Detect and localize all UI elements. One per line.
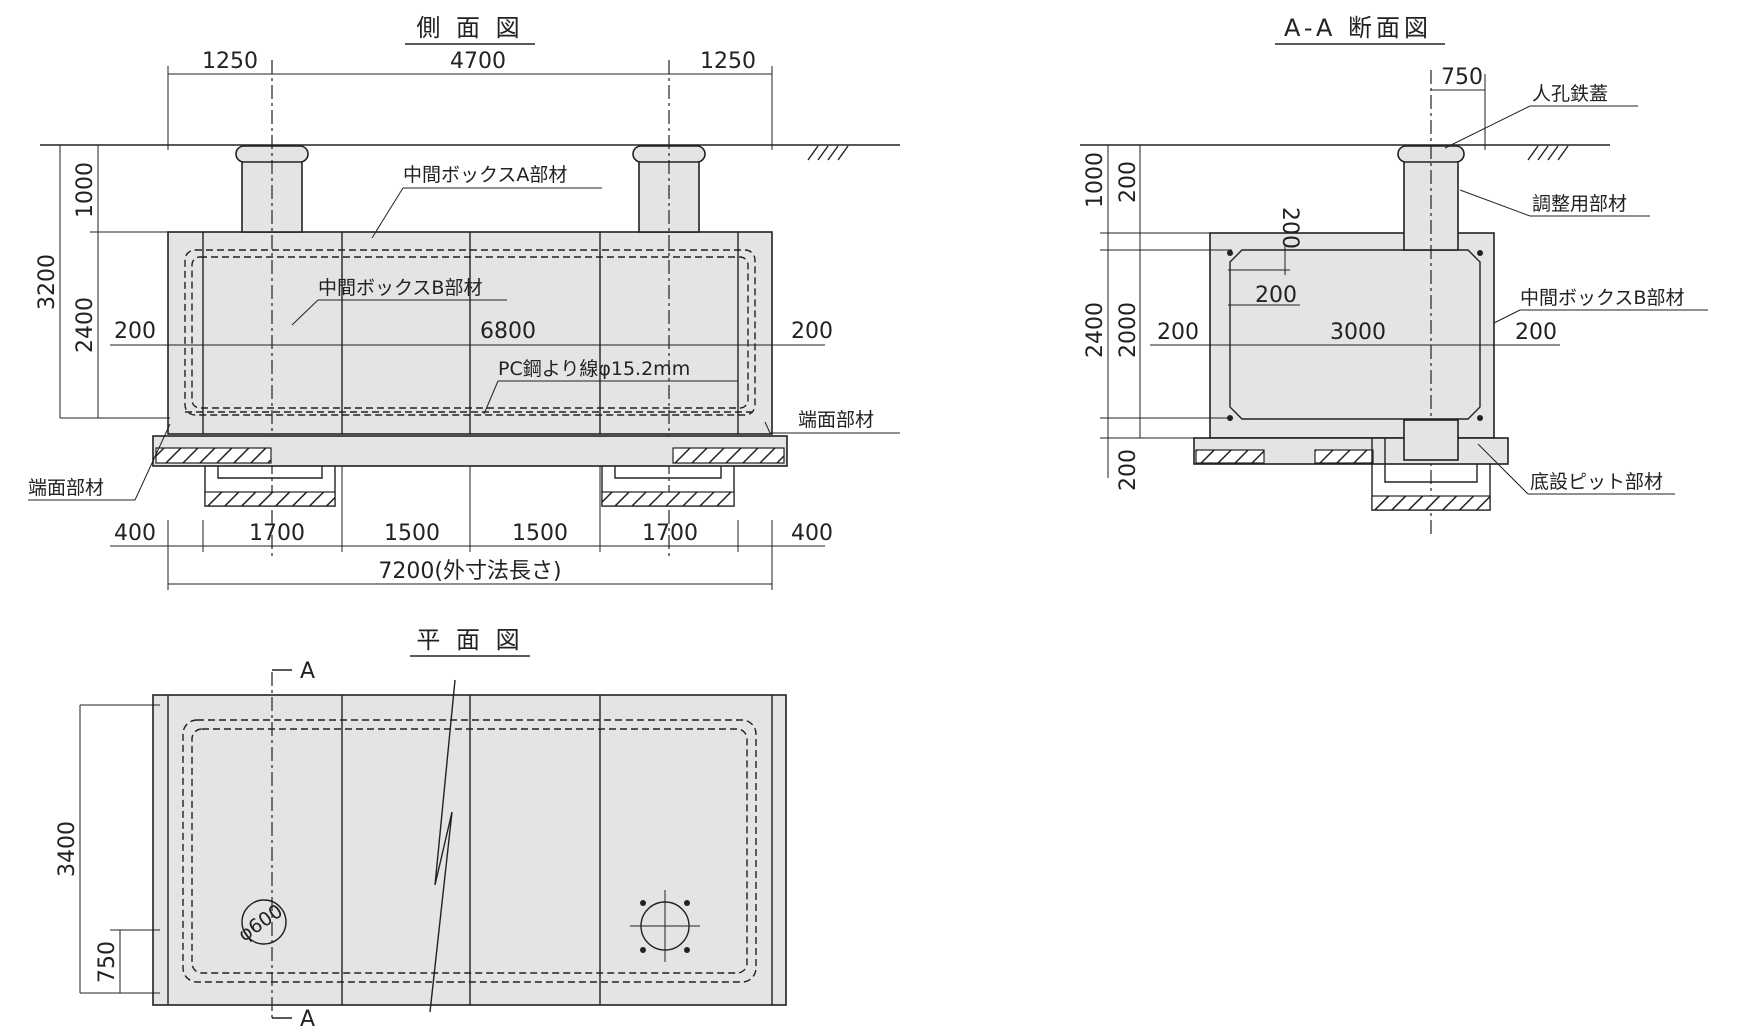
- side-view: 側 面 図 1250 4700 1250: [28, 14, 900, 590]
- dim-plan-750: 750: [95, 941, 120, 983]
- dim-inner-6800: 6800: [480, 319, 536, 344]
- dim-section-750: 750: [1441, 65, 1483, 90]
- dim-top-mid: 4700: [450, 49, 506, 74]
- plan-break-line: [429, 679, 456, 1013]
- section-pit: [1371, 419, 1491, 511]
- plan-cut-label-bottom: A: [300, 1007, 315, 1032]
- label-box-b: 中間ボックスB部材: [318, 277, 482, 299]
- label-pit: 底設ピット部材: [1530, 471, 1663, 493]
- label-end-right: 端面部材: [798, 409, 874, 431]
- dim-overall: 7200(外寸法長さ): [378, 559, 561, 584]
- side-view-title: 側 面 図: [416, 14, 523, 42]
- pit-left: [204, 466, 336, 507]
- label-section-box-b: 中間ボックスB部材: [1520, 287, 1684, 309]
- dim-section-inner-200-v: 200: [1277, 207, 1302, 249]
- dim-section-side-200-left: 200: [1157, 320, 1199, 345]
- section-cavity: [1229, 249, 1481, 420]
- dim-bot-1700-left: 1700: [249, 521, 305, 546]
- inner-cavity: [184, 249, 756, 416]
- section-view-title: A-A 断面図: [1284, 14, 1432, 42]
- plan-cut-label-top: A: [300, 659, 315, 684]
- dim-section-left-200-bot: 200: [1116, 449, 1141, 491]
- dim-left-1000: 1000: [73, 162, 98, 218]
- dim-section-inner-200-h: 200: [1255, 283, 1297, 308]
- section-view: A-A 断面図 750: [1080, 14, 1708, 535]
- dim-section-left-2000: 2000: [1116, 302, 1141, 358]
- label-manhole-cover: 人孔鉄蓋: [1532, 83, 1608, 105]
- dim-section-left-1000: 1000: [1083, 152, 1108, 208]
- dim-section-side-200-right: 200: [1515, 320, 1557, 345]
- ground-hatch-mark: [807, 145, 849, 161]
- label-adjust: 調整用部材: [1532, 193, 1627, 215]
- section-box: [1209, 232, 1495, 439]
- dim-bot-400-right: 400: [791, 521, 833, 546]
- dim-side-200-right: 200: [791, 319, 833, 344]
- dim-section-left-200-top: 200: [1116, 161, 1141, 203]
- dim-side-200-left: 200: [114, 319, 156, 344]
- dim-bot-400-left: 400: [114, 521, 156, 546]
- plan-manhole-right: [630, 890, 700, 962]
- label-box-a: 中間ボックスA部材: [403, 164, 567, 186]
- plan-view: 平 面 図 A A φ600: [55, 626, 787, 1032]
- dim-left-2400: 2400: [73, 297, 98, 353]
- label-pc-strand: PC鋼より線φ15.2mm: [498, 358, 690, 380]
- dim-section-left-2400: 2400: [1083, 302, 1108, 358]
- plan-inner-cavity: [182, 719, 757, 983]
- label-end-left: 端面部材: [28, 477, 104, 499]
- dim-plan-3400: 3400: [55, 821, 80, 877]
- pit-right: [601, 466, 735, 507]
- dim-section-inner-3000: 3000: [1330, 320, 1386, 345]
- dim-bot-1500-a: 1500: [384, 521, 440, 546]
- dim-top-left: 1250: [202, 49, 258, 74]
- dim-bot-1500-b: 1500: [512, 521, 568, 546]
- dim-left-3200: 3200: [35, 254, 60, 310]
- dim-top-right: 1250: [700, 49, 756, 74]
- dim-bot-1700-right: 1700: [642, 521, 698, 546]
- plan-view-title: 平 面 図: [416, 626, 523, 654]
